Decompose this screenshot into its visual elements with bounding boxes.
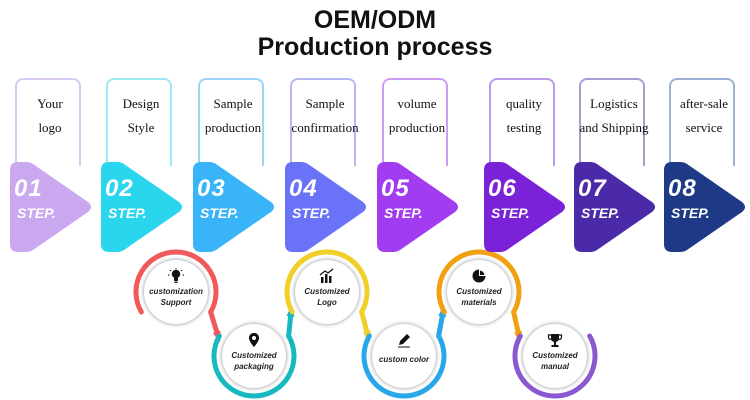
step-label: Logistics and Shipping (579, 96, 649, 135)
step-frame (489, 78, 555, 166)
step-frame (106, 78, 172, 166)
step-caption: STEP. (384, 205, 423, 221)
service-bubble: Customized Logo (295, 260, 359, 324)
step-triangle (664, 162, 745, 252)
service-bubble: Customized manual (523, 324, 587, 388)
step-frame (579, 78, 645, 166)
step-frame (15, 78, 81, 166)
service-bubble: customization Support (144, 260, 208, 324)
step-number: 05 (381, 175, 410, 202)
page-subtitle: Production process (257, 33, 493, 61)
step-label: Your logo (37, 96, 63, 135)
step-number: 04 (289, 175, 318, 202)
step-number: 06 (488, 175, 517, 202)
step-label: volume production (388, 96, 446, 135)
service-label: Customized materials (456, 287, 502, 307)
step-number: 08 (668, 175, 697, 202)
trophy-icon (547, 334, 563, 347)
service-label: Customized Logo (304, 287, 350, 307)
step-caption: STEP. (200, 205, 239, 221)
step-caption: STEP. (108, 205, 147, 221)
service-label: Customized manual (532, 351, 578, 371)
service-label: customization Support (149, 287, 203, 307)
pen-icon (398, 334, 410, 348)
step-frame (382, 78, 448, 166)
step-number: 03 (197, 175, 226, 202)
step-number: 01 (14, 175, 43, 202)
service-ring-arc (133, 249, 219, 315)
step-triangle (574, 162, 655, 252)
step-caption: STEP. (292, 205, 331, 221)
service-ring-arc (436, 249, 522, 315)
pie-chart-icon (472, 269, 486, 283)
step-caption: STEP. (491, 205, 530, 221)
step-triangle (10, 162, 91, 252)
service-label: custom color (378, 355, 430, 364)
service-bubble: Customized packaging (222, 324, 286, 388)
step-triangle (484, 162, 565, 252)
step-frame (669, 78, 735, 166)
step-triangle (377, 162, 458, 252)
step-label: quality testing (505, 96, 543, 135)
bar-chart-icon (319, 268, 334, 283)
service-ring-arc (284, 249, 370, 315)
step-frame (290, 78, 356, 166)
service-bubble: custom color (372, 324, 436, 388)
step-label: after-sale service (679, 96, 729, 135)
step-label: Design Style (122, 96, 160, 135)
step-label: Sample confirmation (291, 96, 359, 135)
step-caption: STEP. (581, 205, 620, 221)
step-caption: STEP. (671, 205, 710, 221)
step-number: 07 (578, 175, 607, 202)
service-ring-arc (361, 333, 447, 399)
location-pin-icon (249, 333, 259, 347)
step-triangle (285, 162, 366, 252)
step-triangle (101, 162, 182, 252)
step-triangle (193, 162, 274, 252)
service-ring-arc (211, 333, 297, 399)
step-caption: STEP. (17, 205, 56, 221)
step-frame (198, 78, 264, 166)
step-number: 02 (105, 175, 134, 202)
service-bubble: Customized materials (447, 260, 511, 324)
page-title: OEM/ODM (313, 6, 437, 34)
service-ring-arc (512, 333, 598, 399)
lightbulb-icon (168, 268, 184, 283)
service-label: Customized packaging (231, 351, 277, 371)
step-label: Sample production (204, 96, 262, 135)
